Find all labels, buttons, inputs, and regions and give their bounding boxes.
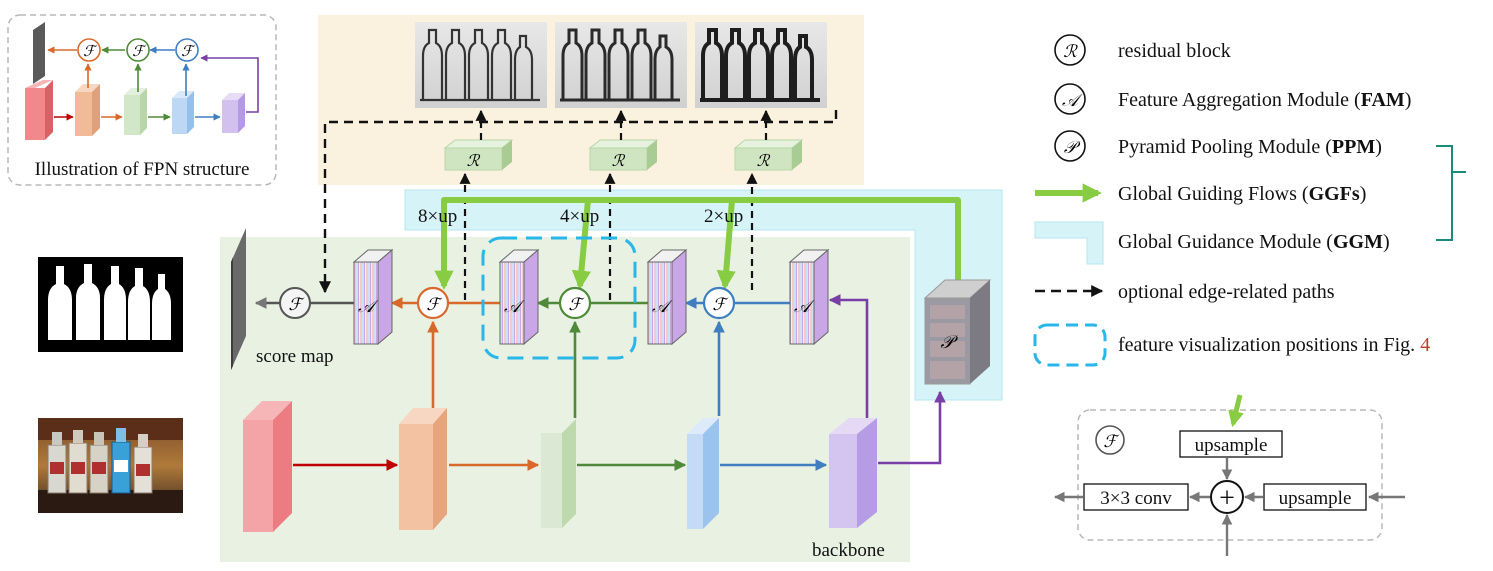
legend-fam: Feature Aggregation Module (FAM): [1118, 89, 1411, 111]
score-map-label: score map: [256, 346, 334, 367]
fusion-node-score: ℱ: [279, 287, 311, 319]
fusion-symbol: ℱ: [568, 295, 585, 315]
legend-ggm: Global Guidance Module (GGM): [1118, 231, 1390, 253]
aggregation-symbol: 𝒜: [794, 297, 815, 317]
fusion-symbol: ℱ: [712, 295, 729, 315]
fam-block-3: 𝒜: [646, 248, 688, 346]
aggregation-symbol: 𝒜: [652, 297, 673, 317]
residual-symbol: ℛ: [467, 151, 481, 170]
upsample-4x-label: 4×up: [560, 206, 599, 227]
legend-ggf: Global Guiding Flows (GGFs): [1118, 183, 1366, 205]
pyramid-pooling-module-block: 𝒫: [923, 279, 992, 385]
score-map-plane: [231, 228, 246, 370]
detail-upsample-top: upsample: [1195, 435, 1268, 456]
fam-block-2: 𝒜: [498, 248, 540, 346]
backbone-label: backbone: [812, 540, 885, 561]
fusion-symbol: ℱ: [426, 295, 443, 315]
residual-symbol: ℛ: [757, 151, 771, 170]
legend-bracket: [1436, 145, 1466, 241]
backbone-stage-5: [829, 418, 877, 528]
detail-fusion-symbol: ℱ: [1103, 432, 1120, 452]
fpn-inset-title: Illustration of FPN structure: [35, 159, 250, 180]
detail-plus: +: [1219, 483, 1235, 514]
legend-feature-vis: feature visualization positions in Fig. …: [1118, 334, 1430, 356]
inset-fusion-circle: [77, 38, 101, 62]
input-photo-bottles: [38, 418, 183, 513]
residual-symbol: ℛ: [612, 151, 626, 170]
backbone-stage-2: [399, 408, 447, 530]
fam-block-4: 𝒜: [788, 248, 830, 346]
legend: ℛ residual block 𝒜 Feature Aggregation M…: [1033, 34, 1466, 367]
legend-ppm: Pyramid Pooling Module (PPM): [1118, 136, 1382, 158]
residual-block-2: ℛ: [588, 139, 659, 171]
residual-block-3: ℛ: [733, 139, 804, 171]
fusion-node-blue: ℱ: [702, 286, 736, 320]
legend-residual-block: residual block: [1118, 40, 1231, 62]
detail-conv: 3×3 conv: [1100, 488, 1172, 509]
feature-visualization-box: [481, 236, 637, 360]
fam-block-1: 𝒜: [352, 248, 394, 346]
inset-fusion-symbol: ℱ: [132, 42, 147, 60]
fusion-node-green: ℱ: [558, 286, 592, 320]
fusion-symbol: ℱ: [288, 295, 305, 315]
aggregation-symbol: 𝒜: [504, 297, 525, 317]
backbone-stage-4: [687, 418, 719, 529]
residual-block-1: ℛ: [443, 139, 514, 171]
inset-fusion-symbol: ℱ: [83, 42, 98, 60]
fusion-node-orange: ℱ: [416, 286, 450, 320]
saliency-ground-truth-image: [38, 257, 183, 352]
upsample-2x-label: 2×up: [704, 206, 743, 227]
inset-fusion-symbol: ℱ: [181, 42, 196, 60]
legend-residual-symbol: ℛ: [1063, 42, 1078, 62]
backbone-stage-3: [541, 419, 576, 528]
legend-aggregation-symbol: 𝒜: [1062, 91, 1083, 111]
fusion-detail-box: ℱ upsample upsample 3×3 conv +: [1053, 394, 1405, 556]
aggregation-symbol: 𝒜: [358, 297, 379, 317]
edge-map-2: [555, 22, 687, 108]
edge-map-3: [695, 22, 827, 108]
detail-upsample-right: upsample: [1279, 488, 1352, 509]
fpn-inset: ℱ ℱ ℱ Illustration of FPN structure: [7, 14, 277, 186]
legend-edge-paths: optional edge-related paths: [1118, 281, 1335, 303]
upsample-8x-label: 8×up: [418, 206, 457, 227]
edge-map-1: [415, 22, 547, 108]
backbone-stage-1: [243, 401, 292, 532]
